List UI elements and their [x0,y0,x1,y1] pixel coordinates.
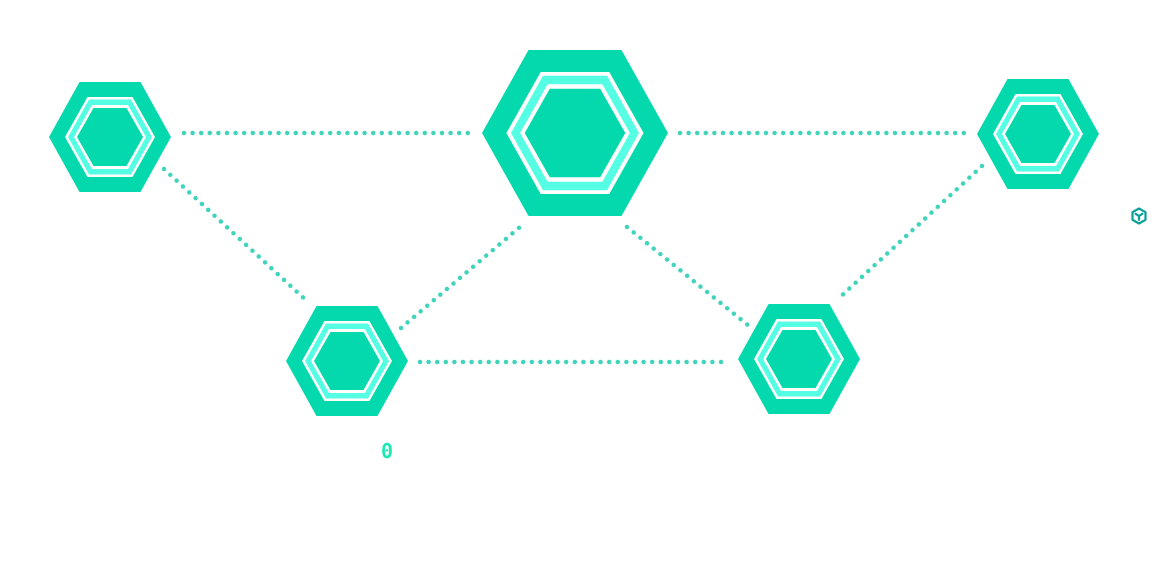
hex-core [1005,105,1071,163]
connector-lines [161,130,985,365]
hex-node-right-bottom [738,304,860,414]
hex-core [766,330,832,388]
hex-node-left-bottom [286,306,408,416]
hex-core [314,332,380,390]
cube-icon [1131,207,1147,225]
dotted-connector-center-top-right-bottom [624,224,752,329]
hex-node-center-top [482,50,668,216]
dotted-connector-left-top-left-bottom [161,166,312,306]
dotted-connector-left-bottom-center-top [398,224,523,331]
hex-core [524,88,626,178]
zero-label: 0 [381,439,394,463]
hex-nodes [49,50,1099,416]
dotted-connector-right-top-right-bottom [835,163,985,302]
hex-node-right-top [977,79,1099,189]
hex-node-left-top [49,82,171,192]
hex-core [77,108,143,166]
